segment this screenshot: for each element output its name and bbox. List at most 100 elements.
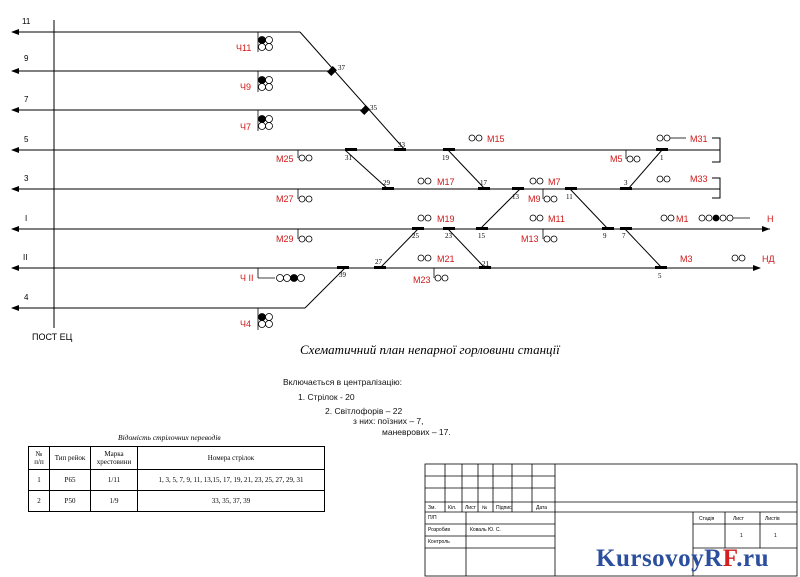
label-m19: М19 [437, 214, 455, 224]
cell: Р50 [49, 490, 91, 512]
track-label-7: 7 [24, 95, 29, 104]
stamp-col-sign: Підпис [496, 505, 512, 511]
switch-7[interactable]: 7 [622, 232, 626, 240]
th-switch-numbers: Номера стрілок [137, 446, 325, 470]
signal-n-icon[interactable] [698, 214, 750, 222]
centralization-item2: 2. Світлофорів – 22 [325, 406, 403, 416]
switch-11[interactable]: 11 [566, 193, 573, 201]
track-label-5: 5 [24, 135, 29, 144]
cell: 1, 3, 5, 7, 9, 11, 13,15, 17, 19, 21, 23… [137, 469, 325, 491]
signal-m21-icon[interactable] [417, 254, 432, 262]
watermark-tail: .ru [736, 545, 769, 572]
label-m31: М31 [690, 134, 708, 144]
switch-15[interactable]: 15 [478, 232, 486, 240]
switch-37[interactable]: 37 [338, 64, 346, 72]
signal-ch11-icon[interactable] [255, 31, 273, 52]
signal-m25-icon[interactable] [297, 150, 313, 162]
signal-m1-icon[interactable] [660, 214, 675, 222]
stamp-col-kil: Кіл. [448, 505, 457, 511]
stamp-stage: Стадія [699, 516, 715, 522]
switch-13[interactable]: 13 [512, 193, 520, 201]
switch-17[interactable]: 17 [480, 179, 488, 187]
centralization-item2a: з них: поїзних – 7, [353, 416, 424, 426]
signal-m13-icon[interactable] [542, 229, 558, 243]
label-ch7: Ч7 [240, 122, 251, 132]
diag-3-I [569, 188, 609, 230]
switch-table-title: Відомість стрілочних переводів [118, 433, 221, 442]
title-block [424, 463, 798, 577]
label-m29: М29 [276, 234, 294, 244]
stop-3 [712, 177, 721, 199]
track-label-11: 11 [22, 17, 31, 26]
switch-3[interactable]: 3 [624, 179, 628, 187]
diag-5-3-b [447, 149, 486, 190]
signal-chii-icon[interactable] [257, 268, 305, 282]
label-ch9: Ч9 [240, 82, 251, 92]
label-m11: М11 [548, 214, 565, 224]
switch-21[interactable]: 21 [482, 260, 490, 268]
switch-19[interactable]: 19 [442, 154, 450, 162]
cell: 1 [28, 469, 50, 491]
track-label-I: I [25, 214, 27, 223]
table-row: 2 Р50 1/9 33, 35, 37, 39 [28, 490, 325, 512]
cell: 1/9 [90, 490, 138, 512]
switch-25[interactable]: 25 [412, 232, 420, 240]
diag-11-5 [299, 31, 406, 151]
centralization-title: Включається в централізацію: [283, 377, 403, 387]
signal-m23-icon[interactable] [433, 268, 449, 282]
signal-m27-icon[interactable] [297, 189, 313, 203]
diag-3-5 [627, 149, 663, 190]
signal-m11-icon[interactable] [529, 214, 544, 222]
watermark-logo[interactable]: KursovoyRF.ru [596, 545, 769, 573]
switch-33[interactable]: 33 [398, 141, 406, 149]
track-label-II: II [23, 253, 27, 262]
switch-23[interactable]: 23 [445, 232, 453, 240]
stamp-author: Коваль Ю. С. [470, 527, 501, 533]
th-number: № п/п [28, 446, 50, 470]
switch-9[interactable]: 9 [603, 232, 607, 240]
table-row: 1 Р65 1/11 1, 3, 5, 7, 9, 11, 13,15, 17,… [28, 469, 325, 491]
switch-29[interactable]: 29 [383, 179, 391, 187]
signal-ch4-icon[interactable] [255, 307, 273, 330]
stamp-col-date: Дата [536, 505, 548, 511]
label-chii: Ч II [240, 273, 254, 283]
label-m33: М33 [690, 174, 708, 184]
track-label-3: 3 [24, 174, 29, 183]
stamp-row-pp: П/П [428, 515, 437, 521]
centralization-item1: 1. Стрілок - 20 [298, 392, 355, 402]
stamp-sheets-value: 1 [774, 533, 777, 539]
label-nd: НД [762, 254, 775, 264]
signal-m5-icon[interactable] [625, 150, 641, 163]
diag-5-3-a [344, 149, 389, 190]
signal-m7-icon[interactable] [529, 177, 544, 185]
diag-4-II [304, 267, 346, 309]
switch-1[interactable]: 1 [660, 154, 664, 162]
watermark-accent: F [722, 545, 737, 572]
signal-m3-icon[interactable] [731, 254, 746, 262]
stamp-sheet-value: 1 [740, 533, 743, 539]
signal-m15-icon[interactable] [468, 134, 483, 142]
switch-5[interactable]: 5 [658, 272, 662, 280]
switch-31[interactable]: 31 [345, 154, 353, 162]
signal-m31-icon[interactable] [656, 134, 686, 142]
switch-39[interactable]: 39 [339, 271, 347, 279]
signal-m17-icon[interactable] [417, 177, 432, 185]
switch-35[interactable]: 35 [370, 104, 378, 112]
signal-ch9-icon[interactable] [255, 70, 273, 92]
signal-m9-icon[interactable] [542, 189, 558, 203]
scheme-caption: Схематичний план непарної горловини стан… [300, 342, 560, 357]
stop-5 [712, 137, 721, 163]
cell: Р65 [49, 469, 91, 491]
post-label: ПОСТ ЕЦ [32, 332, 73, 342]
label-m5: М5 [610, 154, 623, 164]
switch-27[interactable]: 27 [375, 258, 383, 266]
label-m3: М3 [680, 254, 693, 264]
signal-m19-icon[interactable] [417, 214, 432, 222]
signal-m33-icon[interactable] [656, 175, 671, 183]
label-m17: М17 [437, 177, 455, 187]
signal-m29-icon[interactable] [297, 229, 313, 243]
label-ch4: Ч4 [240, 319, 251, 329]
stamp-col-zm: Зм. [428, 505, 436, 511]
signal-ch7-icon[interactable] [255, 109, 273, 131]
